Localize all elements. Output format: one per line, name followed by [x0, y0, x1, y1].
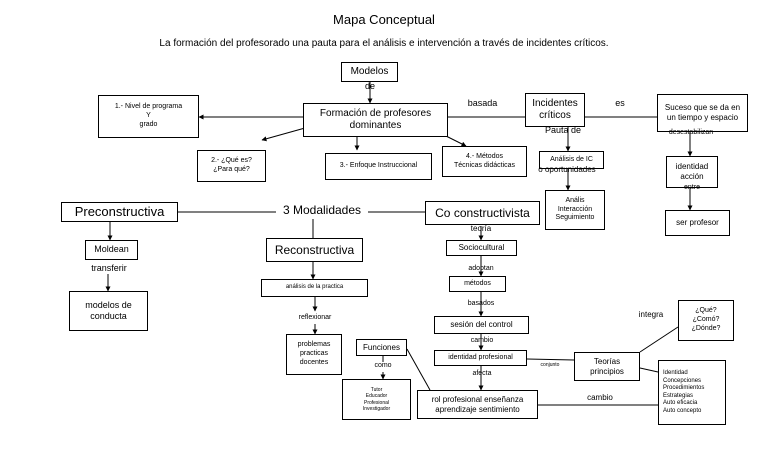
line-teorias-preguntas: [639, 326, 679, 353]
node-funciones: Funciones: [356, 339, 407, 356]
label-transferir: transferir: [91, 263, 127, 273]
label-teoria: teoría: [470, 224, 492, 233]
label-basados: basados: [467, 300, 495, 307]
node-suceso: Suceso que se da en un tiempo y espacio: [657, 94, 748, 132]
node-teorias: Teorías principios: [574, 352, 640, 381]
node-modelos: Modelos: [341, 62, 398, 82]
node-incidentes: Incidentes críticos: [525, 93, 585, 127]
node-sociocultural: Sociocultural: [446, 240, 517, 256]
label-pauta-de: Pauta de: [544, 125, 582, 135]
node-sesion: sesión del control: [434, 316, 529, 334]
node-analisis-practica: análisis de la practica: [261, 279, 368, 297]
label-conjunto: conjunto: [540, 362, 560, 368]
node-co-constructivista: Co constructivista: [425, 201, 540, 225]
label-cambio-2: cambio: [587, 393, 613, 402]
node-identidad-profesional: identidad profesional: [434, 350, 527, 366]
node-preguntas: ¿Qué? ¿Comó? ¿Dónde?: [678, 300, 734, 341]
node-nivel: 1.- Nivel de programa Y grado: [98, 95, 199, 138]
label-integra: integra: [638, 310, 664, 319]
node-modalidades: 3 Modalidades: [282, 203, 362, 217]
node-reconstructiva: Reconstructiva: [266, 238, 363, 262]
label-entre: entre: [684, 184, 700, 191]
line-identidad-teorias: [526, 358, 575, 361]
node-que-es: 2.- ¿Qué es? ¿Para qué?: [197, 150, 266, 182]
node-metodos: métodos: [449, 276, 506, 292]
label-afecta: afecta: [472, 370, 492, 377]
node-problemas: problemas practicas docentes: [286, 334, 342, 375]
label-oportunidades: o oportunidades: [538, 165, 596, 174]
node-ser-profesor: ser profesor: [665, 210, 730, 236]
label-reflexionar: reflexionar: [298, 314, 332, 321]
node-moldean: Moldean: [85, 240, 138, 260]
label-de: de: [364, 81, 375, 91]
label-cambio-1: cambio: [470, 337, 494, 344]
node-tutor: Tutor Educador Profesional Investigador: [342, 379, 411, 420]
label-adoptan: adoptan: [468, 265, 494, 272]
line-formacion-que-es: [261, 127, 306, 142]
node-formacion: Formación de profesores dominantes: [303, 103, 448, 137]
label-desestabilizan: desestabilizan: [668, 129, 714, 136]
node-analisis-ic: Análisis de IC: [539, 151, 604, 169]
page-subtitle: La formación del profesorado una pauta p…: [159, 38, 609, 49]
node-identidad-accion: identidad acción: [666, 156, 718, 188]
line-teorias-lista: [639, 367, 659, 373]
node-lista-identidad: Identidad Concepciones Procedimientos Es…: [658, 360, 726, 425]
label-es: es: [615, 98, 625, 108]
node-enfoque: 3.- Enfoque Instruccional: [325, 153, 432, 180]
node-rol: rol profesional enseñanza aprendizaje se…: [417, 390, 538, 419]
node-modelos-conducta: modelos de conducta: [69, 291, 148, 331]
label-basada: basada: [467, 98, 498, 108]
label-como: como: [374, 362, 392, 369]
node-preconstructiva: Preconstructiva: [61, 202, 178, 222]
page-title: Mapa Conceptual: [333, 12, 435, 27]
node-metodos-tecnicas: 4.- Métodos Técnicas didácticas: [442, 146, 527, 177]
node-analisis-lista: Anális Interacción Seguimiento: [545, 190, 605, 230]
line-funciones-rol: [406, 348, 431, 391]
